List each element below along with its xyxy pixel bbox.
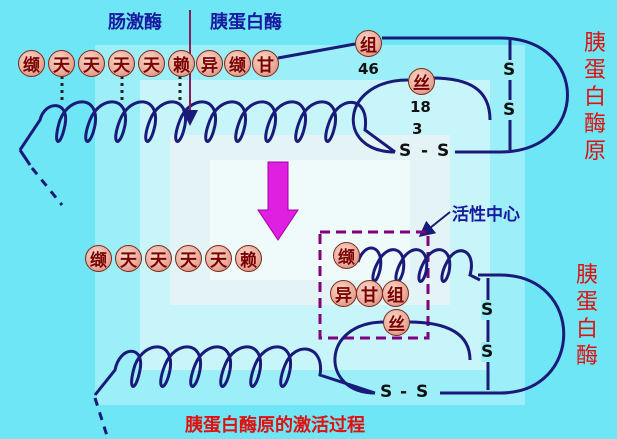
top-bead: 天 — [108, 50, 135, 77]
bottom-ss-right-upper: S — [481, 300, 494, 320]
label-18: 18 — [410, 98, 431, 116]
peptide-bead: 天 — [175, 245, 202, 272]
peptide-bead: 缬 — [85, 245, 112, 272]
active-his-bead: 组 — [382, 280, 409, 307]
top-bead: 异 — [196, 50, 223, 77]
active-val-bead: 缬 — [333, 242, 360, 269]
top-ss-right: S — [437, 141, 450, 161]
label-46: 46 — [358, 60, 379, 78]
top-bead: 天 — [48, 50, 75, 77]
label-3: 3 — [412, 120, 423, 138]
bottom-outer-loop — [440, 273, 566, 395]
top-bead: 赖 — [168, 50, 195, 77]
top-outer-loop — [382, 36, 569, 154]
top-helix — [18, 100, 396, 154]
bottom-inner-loop — [333, 320, 386, 395]
top-helix-dashed-tail — [30, 167, 64, 206]
top-his-bead: 组 — [355, 30, 382, 57]
trypsin-title: 胰 蛋 白 酶 — [575, 263, 598, 369]
top-bead: 甘 — [252, 50, 279, 77]
bottom-upper-helix — [356, 246, 481, 283]
peptide-bead: 天 — [205, 245, 232, 272]
active-gly-bead: 甘 — [356, 280, 383, 307]
top-bead: 天 — [138, 50, 165, 77]
diagram-caption: 胰蛋白酶原的激活过程 — [185, 415, 365, 436]
activation-arrow — [257, 161, 299, 241]
peptide-bead: 天 — [145, 245, 172, 272]
trypsinogen-title: 胰 蛋 白 酶 原 — [583, 31, 606, 164]
top-ss-right-lower: S — [503, 100, 516, 120]
bottom-helix-dashed-tail — [93, 397, 110, 439]
peptide-bead: 赖 — [235, 245, 262, 272]
enteropeptidase-label: 肠激酶 — [108, 12, 162, 33]
bottom-ss-left: S — [380, 382, 393, 402]
trypsin-top-label: 胰蛋白酶 — [210, 12, 282, 33]
top-chain-link — [277, 42, 356, 60]
active-center-box — [318, 230, 430, 340]
bottom-ss-dash: - — [400, 382, 408, 402]
top-ss-right-upper: S — [503, 60, 516, 80]
top-bead: 缬 — [224, 50, 251, 77]
bottom-helix — [93, 345, 376, 396]
top-bead: 天 — [78, 50, 105, 77]
active-center-pointer — [418, 211, 451, 237]
top-helix-tail — [18, 149, 32, 166]
peptide-bead: 天 — [115, 245, 142, 272]
bottom-ss-right-lower: S — [481, 342, 494, 362]
top-ss-dash: - — [421, 141, 429, 161]
top-inner-loop — [351, 78, 409, 154]
bottom-ss-right: S — [416, 382, 429, 402]
active-center-label: 活性中心 — [452, 205, 520, 225]
active-ser-bead: 丝 — [383, 309, 410, 336]
top-ser-bead: 丝 — [408, 68, 435, 95]
top-ss-left: S — [399, 141, 412, 161]
top-bead: 缬 — [18, 50, 45, 77]
active-ile-bead: 异 — [330, 280, 357, 307]
